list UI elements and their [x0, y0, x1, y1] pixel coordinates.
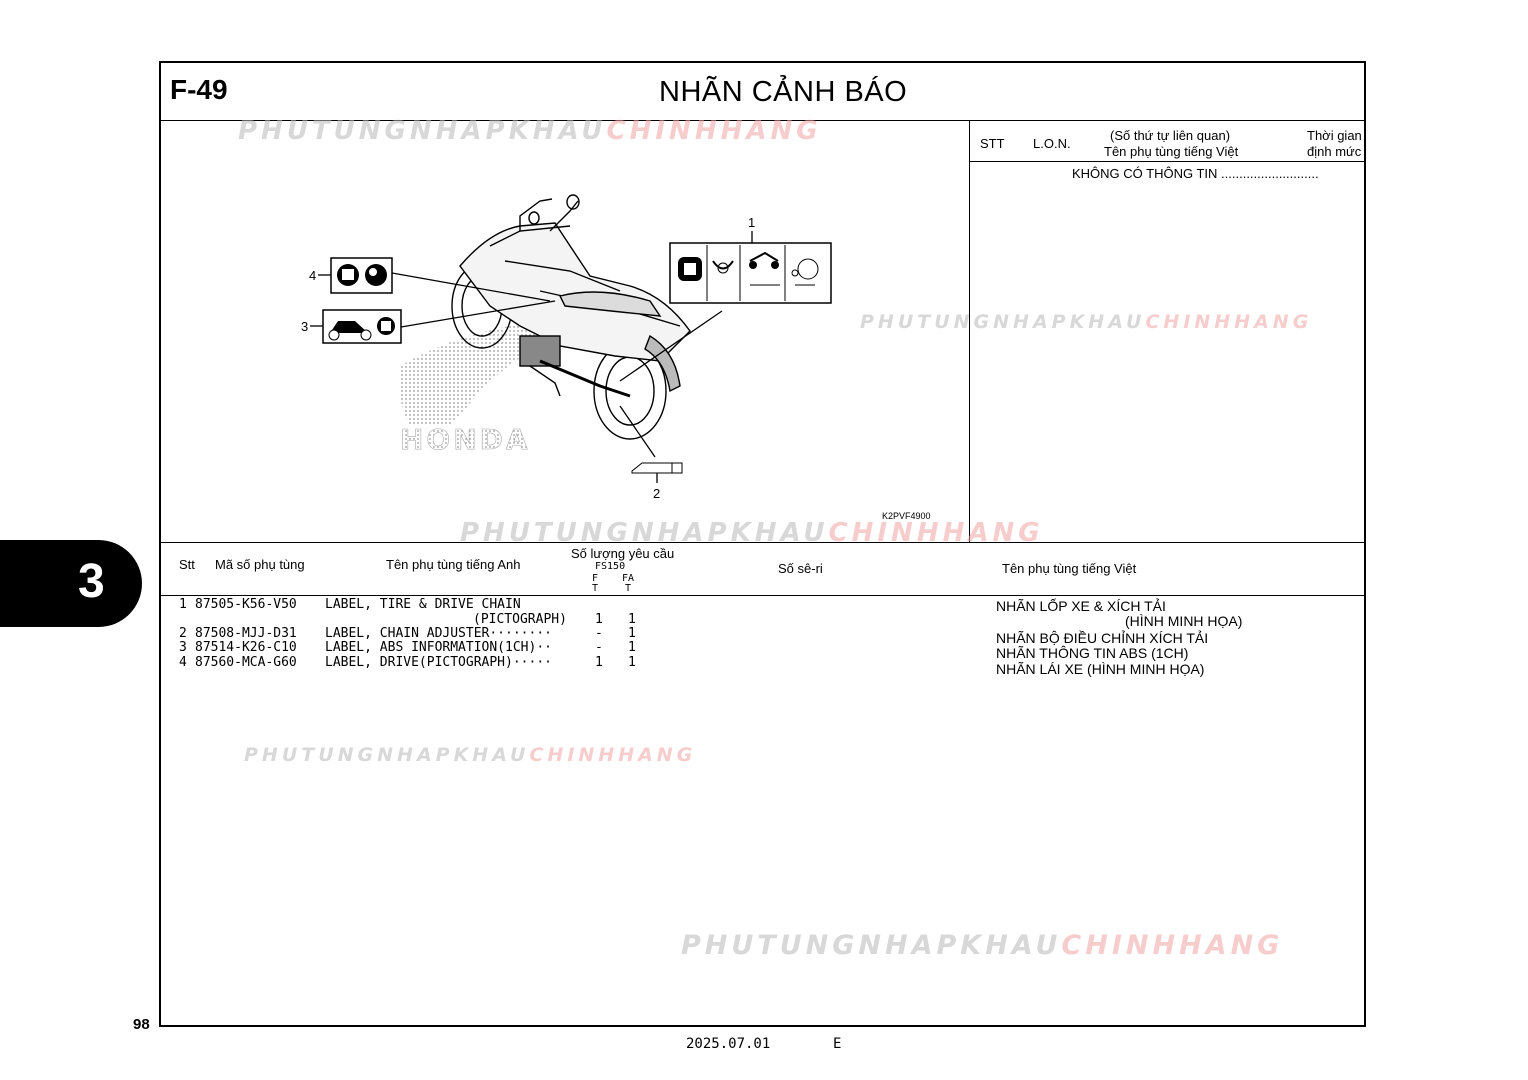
row-4-qty-1: 1	[595, 655, 603, 670]
watermark: PHUTUNGNHAPKHAUCHINHHANG	[460, 518, 1044, 548]
row-1-name-en: LABEL, TIRE & DRIVE CHAIN	[325, 597, 521, 612]
honda-brand-text: HONDA	[400, 423, 531, 456]
helmet-icon	[365, 264, 387, 286]
chain-icon	[712, 260, 734, 270]
row-4-name-vi: NHÃN LÁI XE (HÌNH MINH HỌA)	[996, 661, 1205, 677]
figure-code: F-49	[170, 74, 228, 105]
col-ref-line2: Tên phụ tùng tiếng Việt	[1104, 144, 1239, 159]
row-2-qty-2: 1	[628, 626, 636, 641]
row-2-name-en: LABEL, CHAIN ADJUSTER········	[325, 626, 552, 641]
tire-icon	[749, 261, 757, 269]
watermark: PHUTUNGNHAPKHAUCHINHHANG	[244, 744, 697, 766]
callout-4: 4	[309, 268, 316, 283]
col-ref-line1: (Số thứ tự liên quan)	[1110, 128, 1231, 143]
row-3-stt: 3	[179, 640, 187, 655]
row-3-name-vi: NHÃN THÔNG TIN ABS (1CH)	[996, 645, 1189, 661]
row-3-qty-2: 1	[628, 640, 636, 655]
row-1-name-vi-2: (HÌNH MINH HỌA)	[1125, 613, 1243, 629]
page-number: 98	[133, 1016, 150, 1033]
row-4-name-en: LABEL, DRIVE(PICTOGRAPH)·····	[325, 655, 552, 670]
header-divider	[160, 120, 1366, 121]
motorcycle-icon	[330, 321, 368, 333]
col-qty: Số lượng yêu cầu	[571, 546, 675, 561]
col-sub1-top: F	[592, 573, 599, 584]
watermark: PHUTUNGNHAPKHAUCHINHHANG	[681, 930, 1284, 961]
col-lon: L.O.N.	[1033, 136, 1071, 151]
chapter-number: 3	[78, 555, 105, 608]
label-2-chain-adjuster	[631, 462, 683, 474]
row-2-part-no: 87508-MJJ-D31	[195, 626, 297, 641]
col-name-vi: Tên phụ tùng tiếng Việt	[1002, 561, 1137, 576]
col-part-no: Mã số phụ tùng	[215, 557, 305, 572]
col-serial: Số sê-ri	[778, 561, 823, 576]
callout-3: 3	[301, 319, 308, 334]
edition-letter: E	[833, 1036, 842, 1052]
col-stt: Stt	[179, 557, 195, 572]
watermark: PHUTUNGNHAPKHAUCHINHHANG	[860, 311, 1313, 333]
panel-divider	[969, 120, 970, 542]
row-4-stt: 4	[179, 655, 187, 670]
pressure-gauge-icon	[797, 258, 819, 280]
row-3-qty-1: -	[595, 640, 603, 655]
col-sub2-top: FA	[622, 573, 635, 584]
watermark: PHUTUNGNHAPKHAUCHINHHANG	[238, 116, 822, 146]
col-sub1-bot: T	[592, 583, 599, 594]
callout-2: 2	[653, 486, 660, 501]
parts-header-bottom-divider	[160, 595, 1366, 596]
page-frame	[159, 61, 1366, 1027]
row-3-name-en: LABEL, ABS INFORMATION(1CH)··	[325, 640, 552, 655]
col-sub2-bot: T	[625, 583, 632, 594]
exploded-diagram: HONDA	[301, 194, 931, 521]
row-2-name-vi: NHÃN BỘ ĐIỀU CHỈNH XÍCH TẢI	[996, 630, 1209, 646]
row-1-name-vi: NHÃN LỐP XE & XÍCH TẢI	[996, 598, 1166, 614]
row-1-stt: 1	[179, 597, 187, 612]
row-2-stt: 2	[179, 626, 187, 641]
parts-header-top-divider	[160, 542, 1366, 543]
revision-date: 2025.07.01	[686, 1036, 771, 1052]
row-2-qty-1: -	[595, 626, 603, 641]
col-time-line2: định mức	[1307, 144, 1362, 159]
figure-reference-code: K2PVF4900	[882, 511, 931, 521]
col-stt: STT	[980, 136, 1005, 151]
right-header-divider	[970, 161, 1366, 162]
row-1-part-no: 87505-K56-V50	[195, 597, 297, 612]
row-1-name-en-2: (PICTOGRAPH)	[473, 612, 567, 627]
callout-1: 1	[748, 215, 755, 230]
row-4-qty-2: 1	[628, 655, 636, 670]
row-3-part-no: 87514-K26-C10	[195, 640, 297, 655]
row-1-qty-2: 1	[628, 612, 636, 627]
col-time-line1: Thời gian	[1307, 128, 1362, 143]
row-4-part-no: 87560-MCA-G60	[195, 655, 297, 670]
col-model: FS150	[595, 561, 626, 572]
page-title: NHÃN CẢNH BÁO	[659, 76, 908, 108]
row-1-qty-1: 1	[595, 612, 603, 627]
motorcycle-illustration	[451, 194, 691, 440]
chapter-tab: 3	[0, 540, 142, 627]
col-name-en: Tên phụ tùng tiếng Anh	[386, 557, 521, 572]
no-info-text: KHÔNG CÓ THÔNG TIN .....................…	[1072, 166, 1319, 181]
